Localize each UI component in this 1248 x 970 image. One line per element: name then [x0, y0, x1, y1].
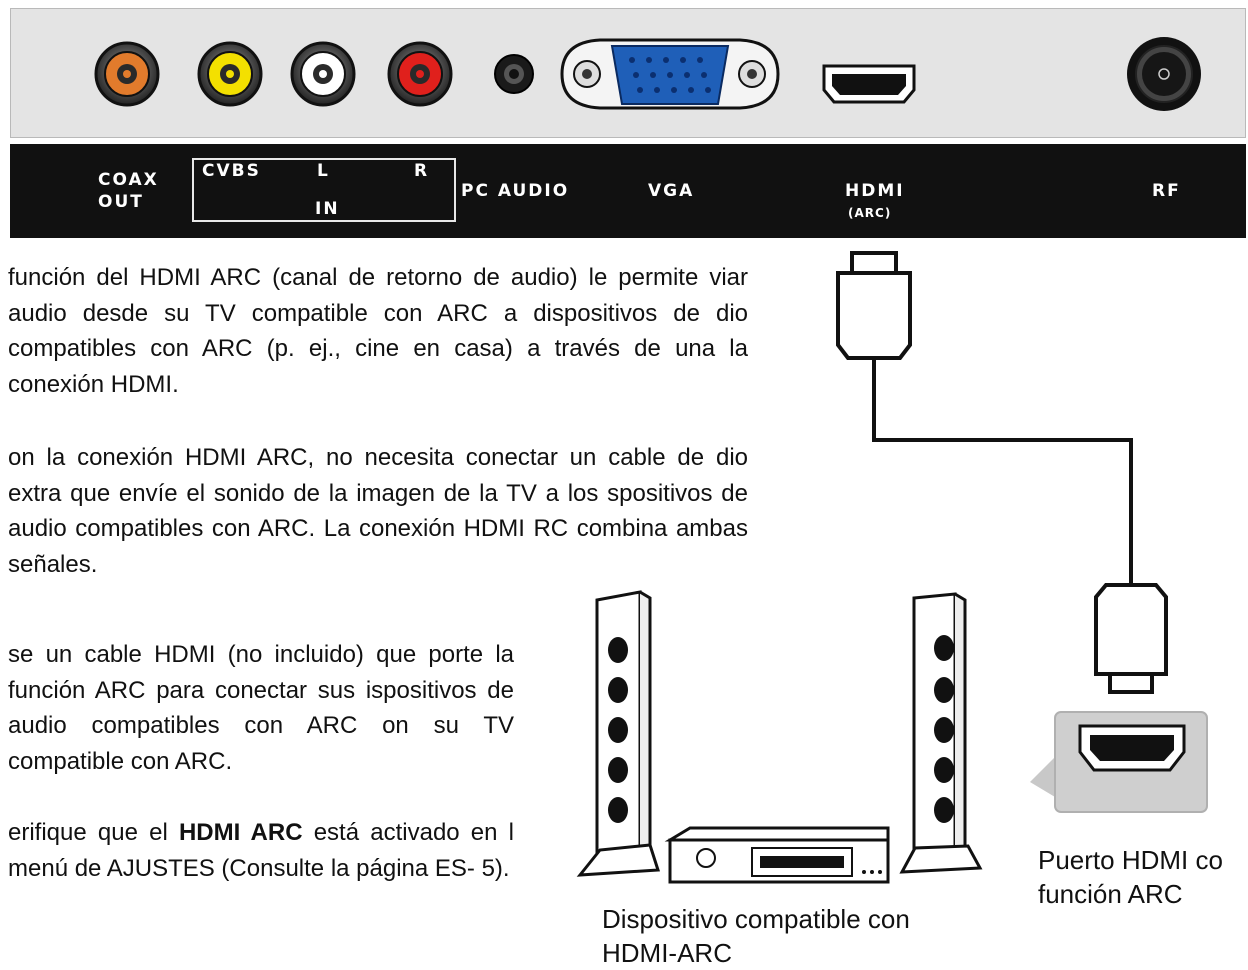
rf-antenna-jack-icon	[1127, 37, 1201, 111]
hdmi-cable	[872, 358, 1133, 585]
coax-out-jack-icon	[94, 41, 160, 107]
tv-hdmi-port-callout	[1030, 711, 1208, 813]
paragraph-arc-connection: on la conexión HDMI ARC, no necesita con…	[8, 444, 748, 578]
hdmi-arc-emphasis: HDMI ARC	[178, 819, 303, 846]
cvbs-input-group-frame	[192, 158, 456, 222]
paragraph-arc-function: función del HDMI ARC (canal de retorno d…	[8, 264, 748, 398]
audio-right-label: R	[414, 161, 430, 181]
hdmi-arc-port-icon	[822, 64, 916, 104]
coax-label-line1: COAX	[98, 170, 159, 190]
device-caption-line1: Dispositivo compatible con	[602, 904, 910, 934]
cvbs-video-jack-icon	[197, 41, 263, 107]
cvbs-label: CVBS	[202, 161, 261, 181]
left-speaker-icon	[576, 590, 661, 877]
vga-port-icon	[560, 38, 780, 110]
pc-audio-label: PC AUDIO	[461, 181, 570, 201]
hdmi-plug-bottom-icon	[1094, 583, 1168, 694]
hdmi-plug-top-icon	[836, 251, 912, 360]
home-theater-receiver-icon	[664, 826, 890, 884]
audio-left-jack-icon	[290, 41, 356, 107]
audio-left-label: L	[317, 161, 330, 181]
verify-text-before: erifique que el	[8, 819, 179, 846]
paragraph-use-cable: se un cable HDMI (no incluido) que porte…	[8, 641, 514, 775]
rf-label: RF	[1152, 181, 1181, 201]
right-speaker-icon	[899, 592, 983, 874]
device-caption-line2: HDMI-ARC	[602, 938, 732, 968]
coax-label-line2: OUT	[98, 192, 144, 212]
port-caption-line1: Puerto HDMI co	[1038, 845, 1223, 875]
hdmi-label: HDMI	[845, 181, 905, 201]
audio-right-jack-icon	[387, 41, 453, 107]
verify-text-after: está activado en l menú de AJUSTES (Cons…	[8, 819, 514, 882]
paragraph-verify-setting: erifique que el HDMI ARC está activado e…	[8, 815, 514, 886]
port-caption-line2: función ARC	[1038, 879, 1183, 909]
arc-label: (ARC)	[848, 206, 892, 220]
pc-audio-jack-icon	[494, 54, 534, 94]
input-label: IN	[315, 199, 340, 219]
vga-label: VGA	[648, 181, 695, 201]
